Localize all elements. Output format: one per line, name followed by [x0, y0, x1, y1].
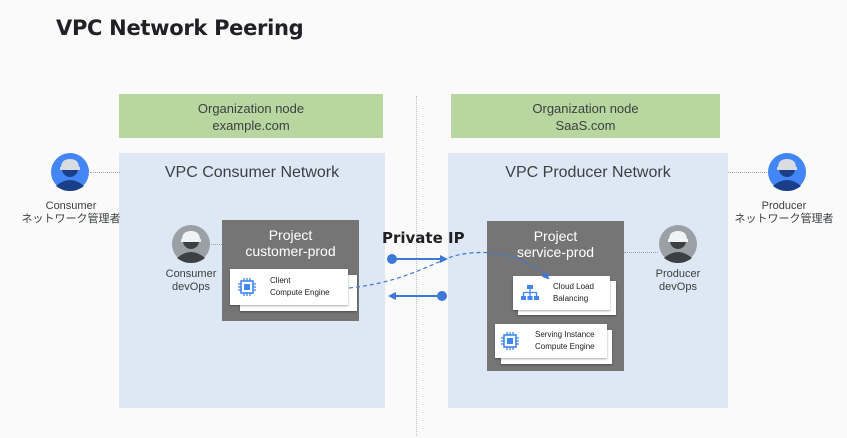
org-node-producer: Organization node SaaS.com	[451, 94, 720, 138]
consumer-devops-icon	[172, 225, 210, 263]
project-customer-label: Project	[268, 227, 313, 243]
producer-admin-label: Producer ネットワーク管理者	[725, 200, 843, 226]
consumer-admin-label: Consumer ネットワーク管理者	[5, 200, 137, 226]
client-card-subtitle: Compute Engine	[270, 288, 330, 297]
client-compute-engine-card: Client Compute Engine	[230, 269, 348, 305]
compute-engine-icon	[501, 332, 519, 350]
producer-devops-label: Producer devOps	[640, 268, 716, 294]
lb-card-subtitle: Balancing	[553, 294, 589, 303]
org-node-consumer-label: Organization node	[197, 101, 305, 116]
project-service-label: Project	[533, 228, 578, 244]
serving-instance-card: Serving Instance Compute Engine	[495, 324, 607, 358]
client-card-title: Client	[270, 276, 291, 285]
vpc-consumer-title: VPC Consumer Network	[164, 164, 340, 181]
arrow-producer-to-consumer	[388, 291, 447, 301]
consumer-admin-title: ネットワーク管理者	[21, 213, 121, 225]
center-divider	[416, 96, 417, 436]
producer-devops-icon	[659, 225, 697, 263]
org-node-producer-domain: SaaS.com	[555, 118, 616, 133]
lb-card-text: Cloud Load Balancing	[553, 281, 594, 305]
client-card-text: Client Compute Engine	[270, 275, 330, 299]
serving-card-subtitle: Compute Engine	[535, 342, 595, 351]
consumer-devops-label: Consumer devOps	[150, 268, 232, 294]
org-node-producer-label: Organization node	[532, 101, 639, 116]
org-node-consumer-domain: example.com	[212, 118, 290, 133]
compute-engine-icon	[238, 278, 256, 296]
org-node-consumer: Organization node example.com	[119, 94, 383, 138]
project-customer-name: customer-prod	[245, 243, 336, 259]
producer-devops-title: devOps	[659, 281, 697, 293]
project-service-name: service-prod	[516, 244, 595, 260]
private-ip-label: Private IP	[382, 229, 465, 247]
producer-admin-role: Producer	[761, 200, 807, 212]
consumer-admin-connector	[90, 172, 120, 173]
cloud-load-balancing-card: Cloud Load Balancing	[513, 276, 610, 310]
lb-card-title: Cloud Load	[553, 282, 594, 291]
page-title: VPC Network Peering	[56, 16, 304, 40]
private-ip-dashed-path	[348, 251, 550, 289]
vpc-producer-title: VPC Producer Network	[505, 164, 671, 181]
consumer-devops-title: devOps	[172, 281, 210, 293]
consumer-devops-connector	[211, 244, 222, 245]
producer-admin-icon	[768, 153, 806, 191]
arrow-consumer-to-producer	[387, 254, 448, 264]
serving-card-title: Serving Instance	[535, 330, 595, 339]
producer-admin-connector	[728, 172, 767, 173]
producer-devops-role: Producer	[655, 268, 701, 280]
consumer-admin-icon	[51, 153, 89, 191]
cloud-load-balancing-icon	[521, 285, 539, 300]
serving-card-text: Serving Instance Compute Engine	[535, 329, 595, 353]
producer-devops-connector	[624, 252, 658, 253]
consumer-devops-role: Consumer	[165, 268, 217, 280]
consumer-admin-role: Consumer	[45, 200, 97, 212]
producer-admin-title: ネットワーク管理者	[734, 213, 834, 225]
